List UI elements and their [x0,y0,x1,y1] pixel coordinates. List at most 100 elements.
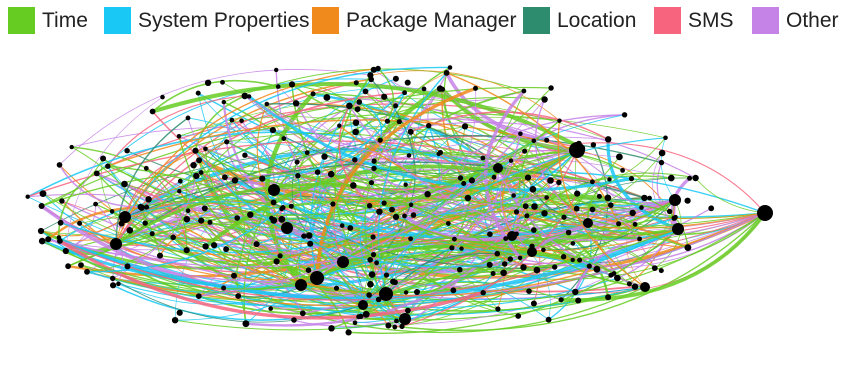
graph-node [294,159,300,165]
graph-node [639,205,644,210]
graph-node [170,234,176,241]
graph-node [145,196,152,203]
graph-node [658,159,665,166]
graph-node [531,203,538,210]
graph-edge [41,170,511,260]
graph-edge [660,137,676,201]
graph-node [414,289,420,295]
graph-node [384,118,390,124]
graph-node [558,297,564,303]
graph-node [304,150,310,156]
graph-edge [112,235,513,302]
graph-edge [159,255,364,310]
legend-label-other: Other [786,9,839,32]
graph-node [362,88,369,95]
graph-edge [59,181,560,268]
graph-node [450,287,457,294]
graph-node [445,221,451,226]
graph-node [381,93,388,100]
graph-node [493,163,503,173]
graph-node [507,231,517,241]
graph-node [547,177,554,184]
graph-edge [256,149,578,245]
graph-node [626,281,632,287]
graph-node [137,203,144,210]
graph-node [198,170,204,175]
graph-edge [152,82,584,151]
graph-edge [360,205,387,295]
graph-node [275,84,281,89]
graph-node [126,227,134,234]
graph-node [408,236,413,242]
graph-node [392,279,398,285]
graph-node [524,174,532,181]
graph-node [381,200,387,206]
graph-node [195,90,201,96]
graph-node [124,263,131,270]
graph-node [196,157,203,164]
graph-node [370,66,377,73]
graph-node [663,135,668,141]
graph-edge [47,206,142,241]
graph-node [247,211,254,218]
graph-edge [276,240,538,271]
graph-node [185,115,191,121]
graph-node [59,198,65,204]
graph-node [84,268,90,275]
graph-node [231,272,237,279]
graph-node [480,155,486,161]
graph-node [65,263,71,270]
graph-node [507,256,513,262]
graph-edge [58,164,147,208]
graph-node [235,293,242,299]
graph-node [301,233,307,239]
graph-node [607,177,612,182]
legend-label-sms: SMS [688,9,734,32]
graph-edge [695,177,766,214]
graph-edge [497,212,766,268]
graph-node [572,288,579,296]
graph-edge [489,206,527,235]
graph-edge [248,95,632,192]
graph-node [171,317,179,324]
graph-node [449,245,455,251]
graph-edge [444,72,548,143]
graph-node [447,65,453,70]
graph-node [403,290,409,295]
graph-edge [159,204,412,263]
graph-node [520,264,527,271]
graph-edge [41,240,302,290]
graph-node [569,142,585,158]
graph-node [78,262,84,268]
graph-node [500,269,507,277]
graph-node [273,258,280,265]
graph-node [185,208,191,213]
graph-node [305,267,312,274]
graph-node [57,219,64,226]
graph-node [295,279,307,291]
graph-edge [194,150,490,268]
legend: Time System Properties Package Manager L… [0,6,841,38]
graph-node [515,313,522,319]
graph-node [687,175,693,181]
graph-edge [388,212,766,331]
graph-node [490,271,496,276]
graph-node [268,306,274,311]
graph-node [370,252,377,258]
graph-edge [557,120,646,288]
graph-edge [124,216,302,286]
graph-node [69,144,74,150]
graph-edge [561,211,767,302]
graph-node [457,266,463,273]
graph-node [264,101,270,107]
graph-node [407,128,414,135]
graph-node [278,215,286,223]
graph-node [234,215,240,221]
graph-edge [533,140,679,230]
graph-node [486,261,493,268]
graph-edge [107,165,406,320]
graph-node [375,296,382,303]
graph-node [204,79,212,87]
graph-node [121,180,128,188]
graph-node [573,205,580,212]
